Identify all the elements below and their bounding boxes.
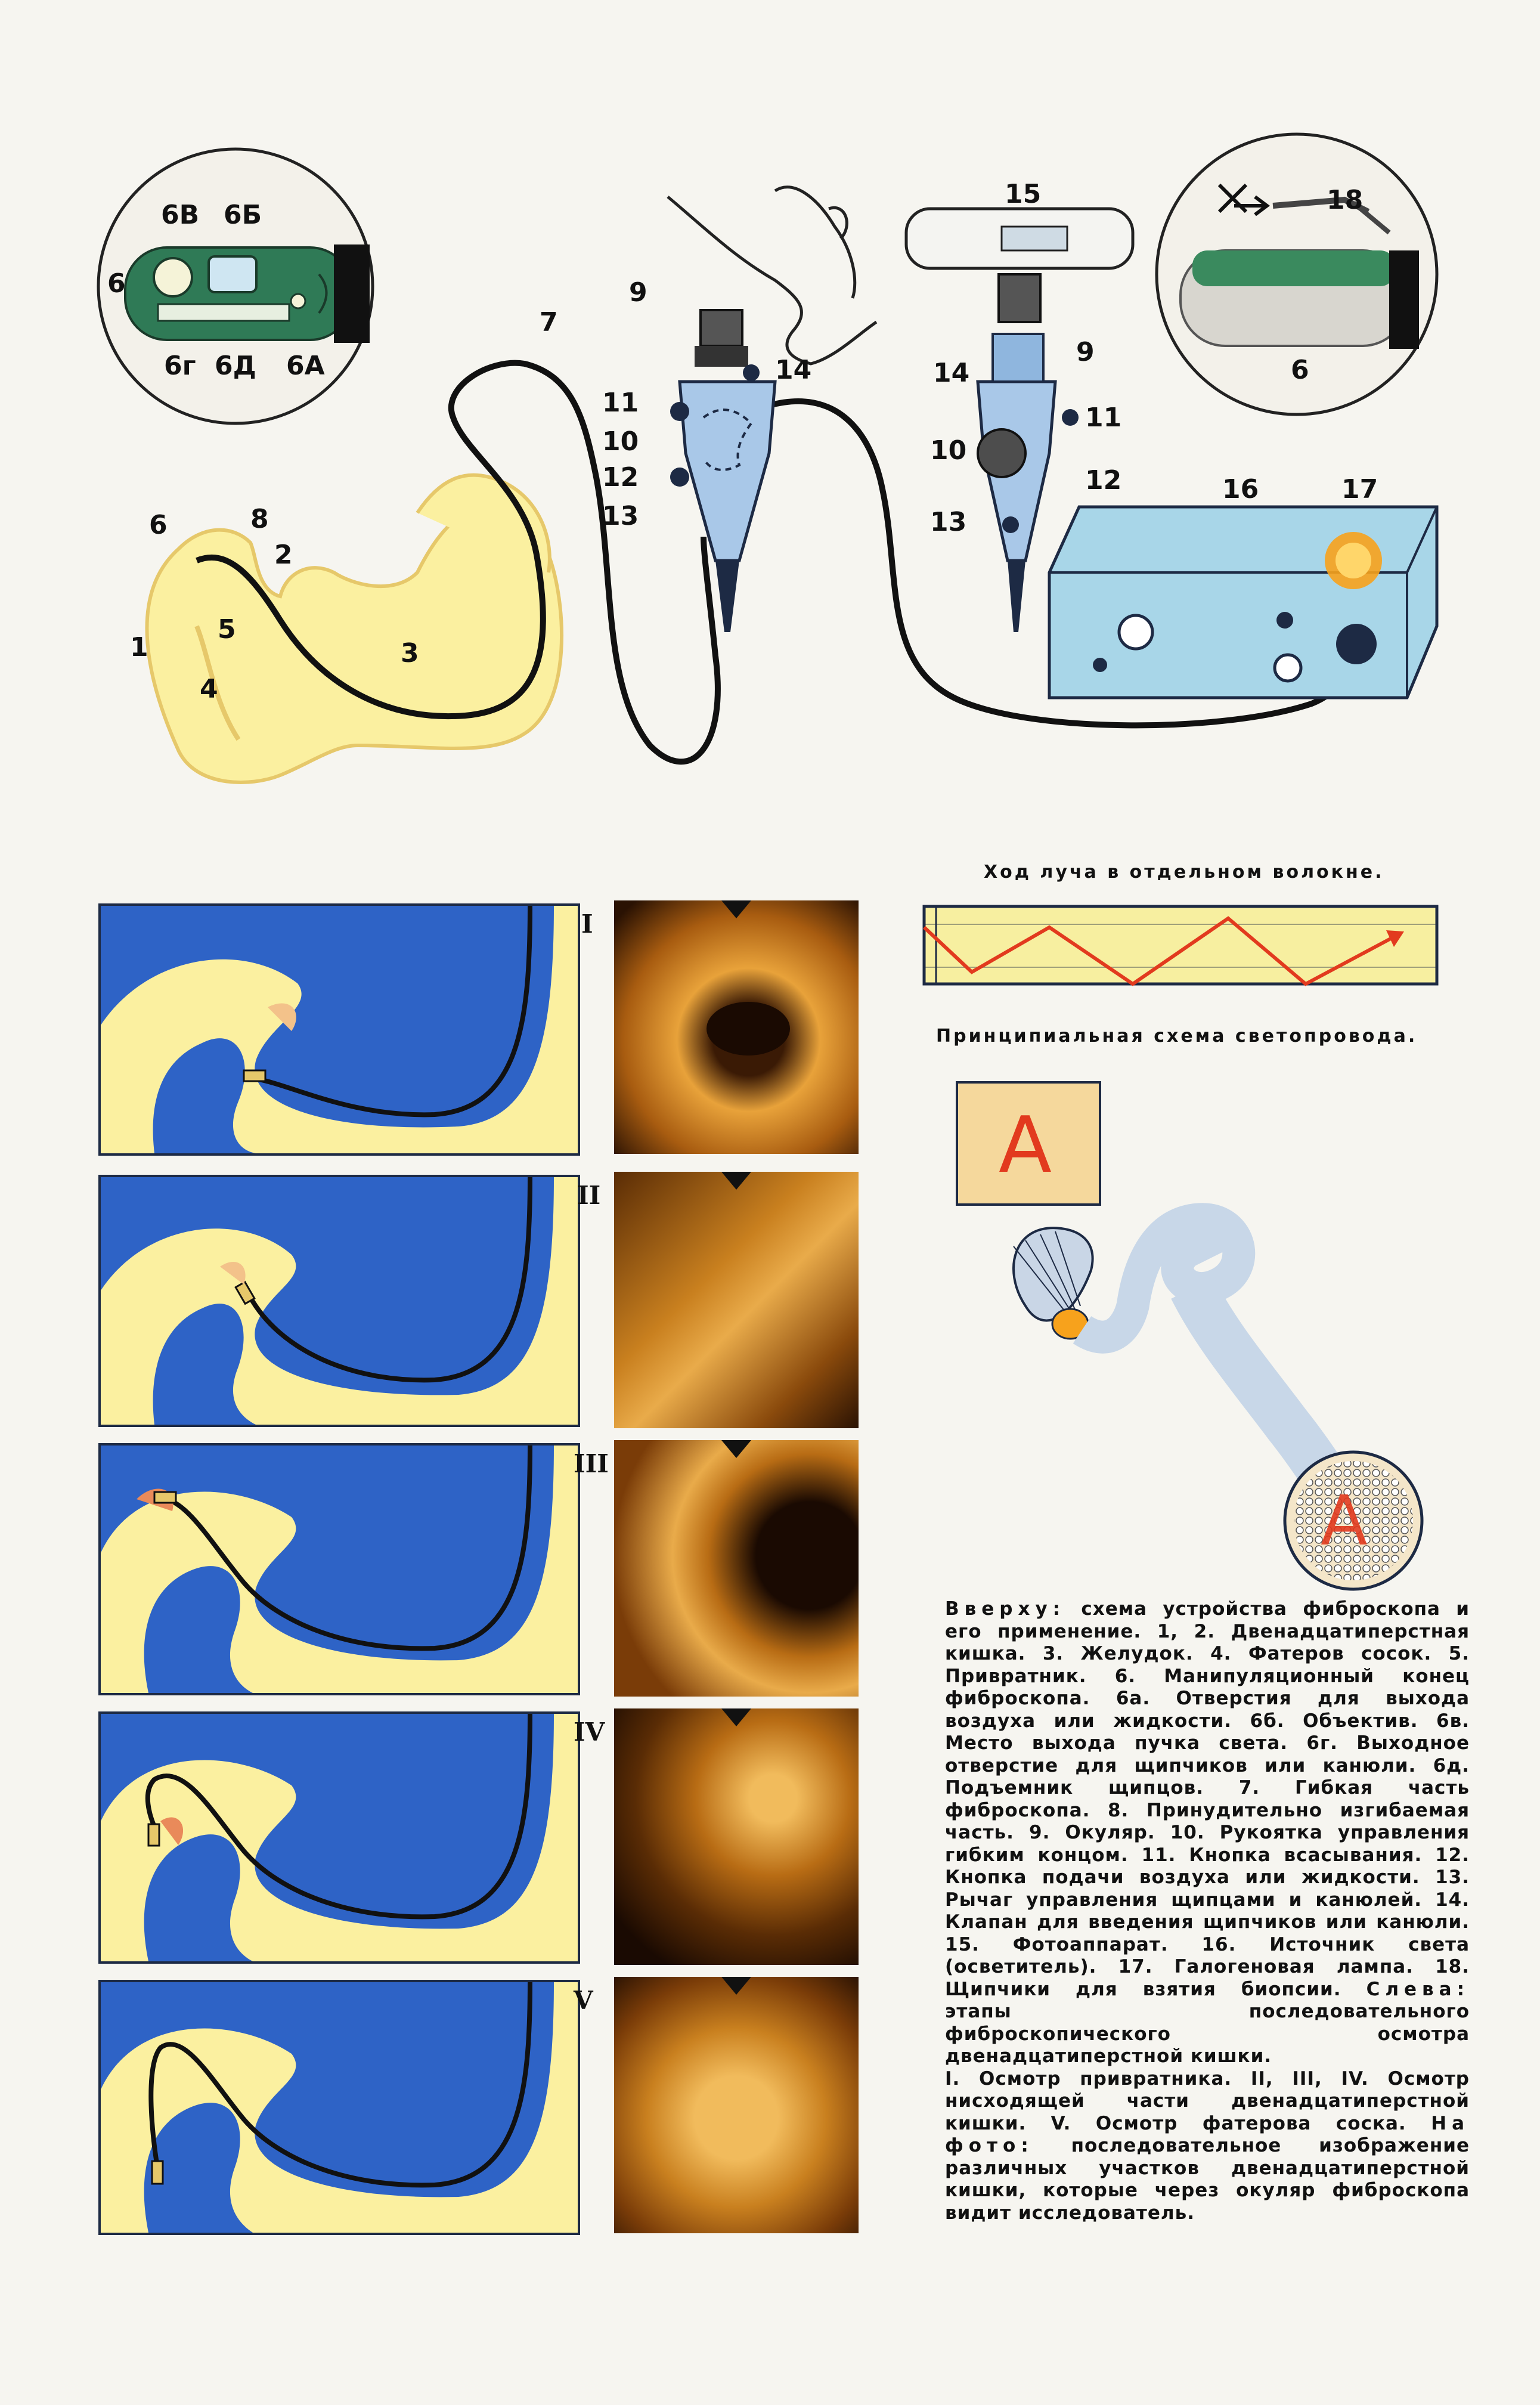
fibroscope-handle-camera xyxy=(904,207,1135,632)
fibroscope-diagram: 6В 6Б 6г 6Д 6А 6 18 6 xyxy=(97,132,1439,784)
stage-numeral-5: V xyxy=(574,1986,593,2015)
inset-label-6b: 6Б xyxy=(224,200,262,230)
label-15: 15 xyxy=(1005,179,1041,209)
fibroscope-handle-front xyxy=(670,309,777,632)
bundle-letter-source: A xyxy=(999,1100,1052,1190)
label-13: 13 xyxy=(602,501,639,531)
label-6: 6 xyxy=(149,510,168,540)
stage-scene-2 xyxy=(98,1175,580,1427)
label-12: 12 xyxy=(602,462,639,493)
inset-label-6d: 6Д xyxy=(215,351,256,381)
stage-numeral-1: I xyxy=(581,909,593,939)
stage-scene-4 xyxy=(98,1711,580,1964)
stage-numeral-4: IV xyxy=(574,1717,605,1747)
inset-label-6g: 6г xyxy=(164,351,196,381)
stage-scene-1 xyxy=(98,903,580,1156)
stomach-duodenum xyxy=(145,473,564,784)
label-11-camera: 11 xyxy=(1085,403,1121,433)
label-13-camera: 13 xyxy=(930,507,966,537)
label-17: 17 xyxy=(1341,474,1378,504)
stage-numeral-3: III xyxy=(574,1449,609,1478)
light-guide-bundle: A A xyxy=(956,1081,1424,1591)
stage-photo-2 xyxy=(614,1172,859,1428)
light-cable xyxy=(768,398,1362,729)
caption-lead-top: Вверху: xyxy=(945,1598,1066,1620)
figure-caption: Вверху: схема устройства фиброскопа и ег… xyxy=(945,1598,1470,2224)
caption-stages-text: I. Осмотр привратника. II, III, IV. Осмо… xyxy=(945,2067,1470,2134)
label-1: 1 xyxy=(130,632,148,663)
fiber-schematic xyxy=(922,905,1439,986)
stage-photo-4 xyxy=(614,1708,859,1965)
label-3: 3 xyxy=(401,638,419,668)
label-9-camera: 9 xyxy=(1076,337,1095,367)
inset-label-6v: 6В xyxy=(161,200,199,230)
label-8: 8 xyxy=(250,504,269,534)
inset-tip-face: 6В 6Б 6г 6Д 6А 6 xyxy=(97,147,374,425)
caption-text-photo: последовательное изображение различных у… xyxy=(945,2135,1470,2224)
label-14: 14 xyxy=(775,355,811,385)
label-10: 10 xyxy=(602,426,639,457)
caption-text-left: этапы последовательного фиброскопическог… xyxy=(945,2001,1470,2067)
label-9: 9 xyxy=(629,277,647,308)
inset-forceps: 18 6 xyxy=(1155,132,1439,416)
stage-scene-5 xyxy=(98,1980,580,2235)
caption-lead-left: Слева: xyxy=(1366,1978,1470,2000)
label-5: 5 xyxy=(218,614,236,645)
flexible-tube xyxy=(196,360,721,765)
label-16: 16 xyxy=(1222,474,1259,504)
inset-label-18: 18 xyxy=(1327,185,1363,215)
caption-text-top: схема устройства фиброскопа и его примен… xyxy=(945,1598,1470,2000)
label-7: 7 xyxy=(540,307,558,338)
fiber-title-bottom: Принципиальная схема светопровода. xyxy=(936,1026,1418,1047)
label-10-camera: 10 xyxy=(930,435,966,466)
inset-label-6b-right: 6 xyxy=(1291,355,1309,385)
label-12-camera: 12 xyxy=(1085,465,1121,496)
inset-label-6: 6 xyxy=(107,268,126,299)
stage-photo-5 xyxy=(614,1977,859,2233)
label-4: 4 xyxy=(200,674,218,704)
fiber-title-top: Ход луча в отдельном волокне. xyxy=(984,862,1384,883)
stage-photo-1 xyxy=(614,900,859,1154)
label-2: 2 xyxy=(274,540,293,570)
light-source xyxy=(1048,505,1439,699)
patient-head xyxy=(667,185,878,366)
bundle-letter-output: A xyxy=(1321,1481,1368,1561)
label-11: 11 xyxy=(602,388,639,418)
stage-photo-3 xyxy=(614,1440,859,1697)
caption-lead-photo: На фото: xyxy=(945,2112,1470,2157)
stage-numeral-2: II xyxy=(577,1181,601,1210)
label-14-camera: 14 xyxy=(933,358,969,388)
inset-label-6a: 6А xyxy=(286,351,325,381)
stage-scene-3 xyxy=(98,1443,580,1695)
